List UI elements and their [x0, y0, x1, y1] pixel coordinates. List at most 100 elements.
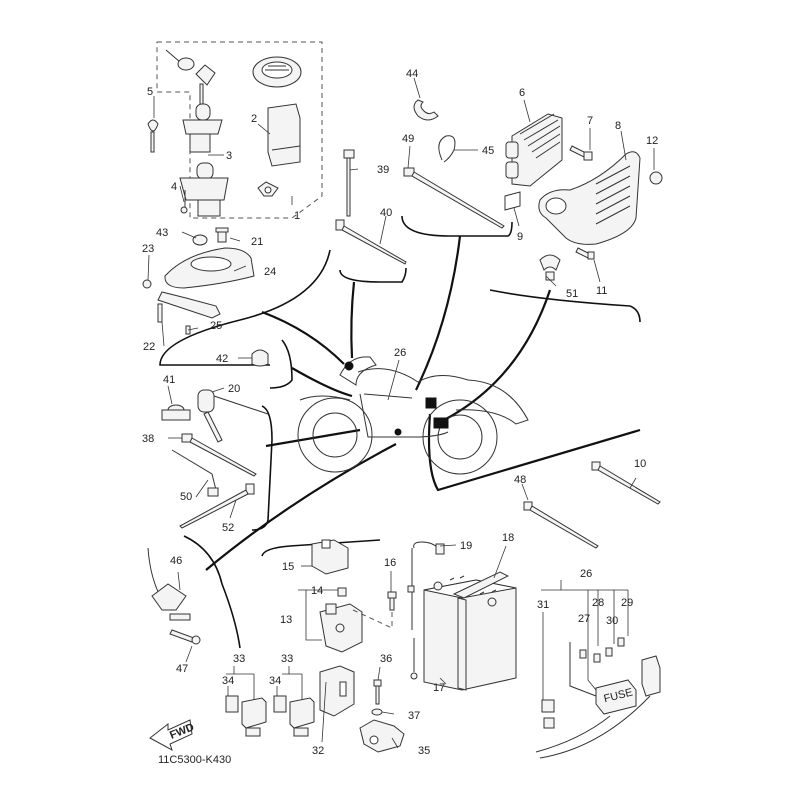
callout-52: 52 — [222, 522, 234, 534]
small-sensor-illustration — [257, 181, 279, 197]
callout-46: 46 — [170, 555, 182, 567]
callout-22: 22 — [143, 341, 155, 353]
callout-30: 30 — [606, 615, 618, 627]
pad-9 — [504, 191, 521, 211]
bolt-11 — [575, 247, 595, 260]
callout-43: 43 — [156, 227, 168, 239]
leader-wire-7 — [205, 443, 397, 571]
callout-31: 31 — [537, 599, 549, 611]
callout-leaders — [147, 77, 655, 749]
callout-29: 29 — [621, 597, 633, 609]
callout-10: 10 — [634, 458, 646, 470]
callout-20: 20 — [228, 383, 240, 395]
relay-cover-15 — [311, 539, 349, 575]
switch-bracket-illustration — [142, 279, 221, 335]
callout-8: 8 — [615, 120, 621, 132]
control-unit-illustration — [267, 103, 301, 167]
fuse-14 — [337, 587, 347, 597]
section-outline-bottom-mid — [261, 539, 381, 557]
bracket-35 — [359, 719, 405, 753]
callout-18: 18 — [502, 532, 514, 544]
callout-26-harness: 26 — [580, 568, 592, 580]
callout-39: 39 — [377, 164, 389, 176]
starter-relay-13 — [319, 603, 363, 653]
cable-tie-40 — [335, 219, 407, 265]
leader-wire-6 — [265, 428, 361, 448]
callout-15: 15 — [282, 561, 294, 573]
callout-50: 50 — [180, 491, 192, 503]
leader-wire-1 — [261, 310, 345, 365]
section-outline-mid — [339, 267, 407, 283]
relay-holder-34b — [273, 695, 287, 713]
cable-tie-39 — [343, 149, 355, 217]
main-switch-group-boundary — [156, 41, 323, 219]
damper-12 — [649, 171, 663, 185]
main-switch-illustration — [179, 103, 229, 217]
callout-26-bike: 26 — [394, 347, 406, 359]
callout-12: 12 — [646, 135, 658, 147]
callout-24: 24 — [264, 266, 276, 278]
callout-42: 42 — [216, 353, 228, 365]
callout-33a: 33 — [233, 653, 245, 665]
callout-13: 13 — [280, 614, 292, 626]
callout-44: 44 — [406, 68, 418, 80]
callout-25: 25 — [210, 320, 222, 332]
bolt-36 — [373, 679, 382, 705]
callout-36: 36 — [380, 653, 392, 665]
callout-21: 21 — [251, 236, 263, 248]
switch-cover-illustration — [164, 247, 255, 289]
callout-4: 4 — [171, 181, 177, 193]
battery-cable-19 — [407, 541, 445, 680]
callout-14: 14 — [311, 585, 323, 597]
fuse-box-harness — [535, 637, 661, 759]
bolt-21 — [215, 227, 229, 243]
washer-37 — [371, 708, 383, 716]
callout-33b: 33 — [281, 653, 293, 665]
callout-2: 2 — [251, 113, 257, 125]
callout-19: 19 — [460, 540, 472, 552]
rectifier-regulator-illustration — [505, 113, 563, 187]
leader-wire-8 — [427, 413, 641, 492]
cable-tie-10 — [591, 461, 661, 505]
clip-44 — [413, 99, 439, 121]
callout-27: 27 — [578, 613, 590, 625]
callout-51: 51 — [566, 288, 578, 300]
callout-34b: 34 — [269, 675, 281, 687]
clamp-42 — [251, 349, 269, 367]
clamp-51 — [539, 254, 561, 281]
clamp-41 — [161, 404, 191, 421]
callout-40: 40 — [380, 207, 392, 219]
section-outline-bottom-left — [183, 535, 241, 649]
callout-41: 41 — [163, 374, 175, 386]
cap-43 — [192, 234, 208, 246]
section-outline-left-mid — [269, 339, 293, 389]
section-outline-right — [489, 289, 641, 323]
forward-direction-arrow: FWD — [149, 719, 196, 752]
battery-band-18 — [452, 571, 510, 691]
cable-tie-38 — [181, 433, 257, 477]
sensor-46 — [147, 547, 191, 621]
section-outline-left — [159, 249, 331, 366]
callout-32: 32 — [312, 745, 324, 757]
callout-38: 38 — [142, 433, 154, 445]
callout-49: 49 — [402, 133, 414, 145]
callout-3: 3 — [226, 150, 232, 162]
section-outline-top — [401, 215, 513, 237]
section-outline-left-lower — [251, 405, 273, 531]
relay-32 — [319, 665, 355, 717]
callout-16: 16 — [384, 557, 396, 569]
leader-wire-5 — [291, 367, 353, 398]
relay-33a — [241, 697, 267, 737]
callout-35: 35 — [418, 745, 430, 757]
lead-50 — [171, 449, 219, 497]
bolt-16 — [387, 591, 397, 611]
callout-28: 28 — [592, 597, 604, 609]
callout-37: 37 — [408, 710, 420, 722]
callout-9: 9 — [517, 231, 523, 243]
relay-holder-34a — [225, 695, 239, 713]
callout-7: 7 — [587, 115, 593, 127]
callout-6: 6 — [519, 87, 525, 99]
callout-34a: 34 — [222, 675, 234, 687]
callout-45: 45 — [482, 145, 494, 157]
diagram-code: 11C5300-K430 — [158, 754, 231, 766]
